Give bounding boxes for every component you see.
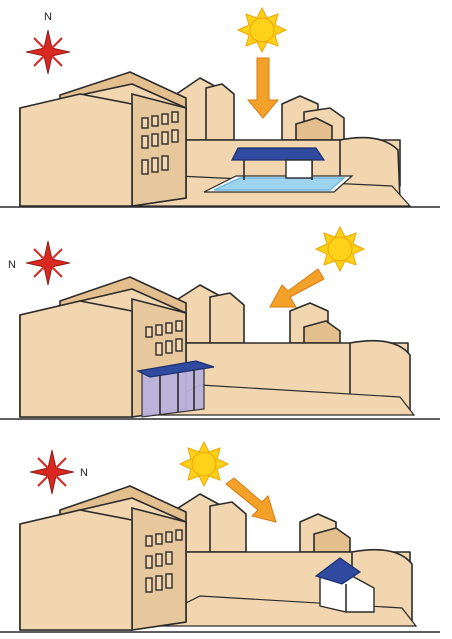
- sunlight-arrow-icon: [248, 58, 278, 118]
- compass-label: N: [44, 11, 52, 23]
- sun-icon: [238, 8, 286, 52]
- panel-veranda: N: [0, 213, 452, 426]
- sunlight-arrow-icon: [270, 269, 324, 307]
- compass-rose-icon: [30, 450, 74, 494]
- sun-icon: [316, 227, 364, 271]
- panel-shed: N: [0, 426, 452, 639]
- sun-icon: [180, 442, 228, 486]
- compass-label: N: [80, 467, 88, 479]
- compass-rose-icon: [26, 241, 70, 285]
- compass-rose-icon: [26, 30, 70, 74]
- panel-pool: N: [0, 0, 452, 213]
- compass-label: N: [8, 259, 16, 271]
- veranda-icon: [138, 361, 214, 417]
